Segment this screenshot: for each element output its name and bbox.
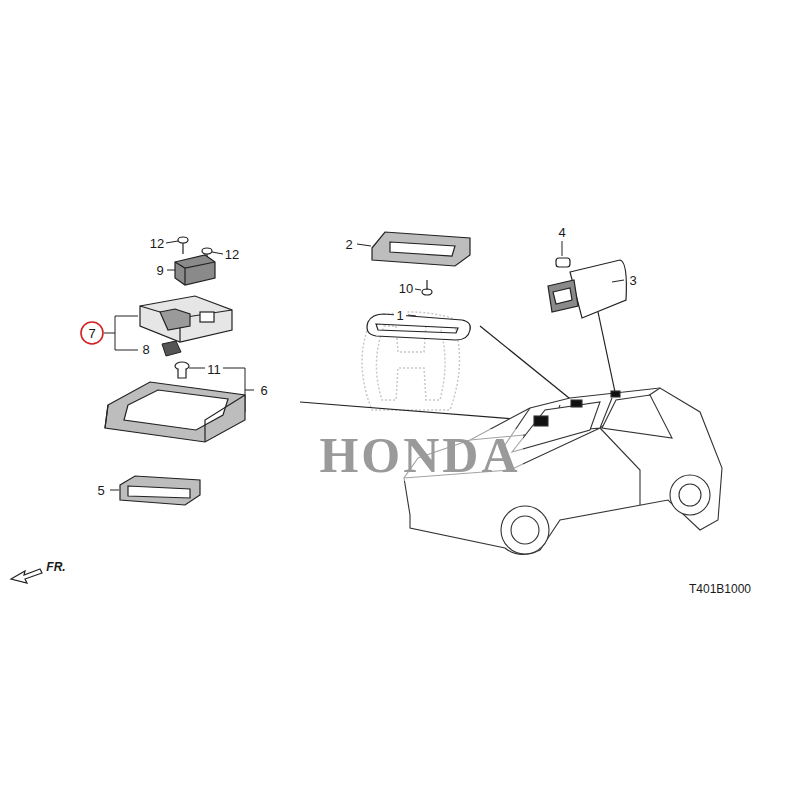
frame-part — [140, 296, 232, 342]
callout-number: 12 — [223, 247, 241, 262]
callout-number: 5 — [95, 483, 106, 498]
callout-number: 1 — [394, 308, 405, 323]
callout-number: 2 — [343, 237, 354, 252]
brand-watermark: HONDA — [317, 429, 522, 481]
cargo-light-part — [548, 260, 626, 318]
callout-number: 10 — [397, 281, 415, 296]
callout-number: 3 — [627, 273, 638, 288]
screw — [422, 280, 432, 295]
callout-number: 9 — [154, 263, 165, 278]
callout-number: 4 — [556, 225, 567, 240]
housing-part — [105, 382, 245, 442]
bulb — [556, 258, 570, 267]
gasket-part — [162, 341, 181, 356]
callout-number: 8 — [140, 342, 151, 357]
map-light-part — [372, 232, 470, 266]
highlight-circle: 7 — [80, 321, 104, 345]
front-arrow — [11, 569, 42, 583]
sensor-part — [175, 255, 215, 285]
seal-part — [367, 314, 470, 340]
callout-number: 11 — [205, 362, 223, 377]
clip — [175, 362, 189, 378]
callout-number: 12 — [148, 236, 166, 251]
direction-label: FR. — [44, 560, 67, 574]
light-part — [120, 476, 200, 505]
diagram-code: T401B1000 — [687, 582, 753, 596]
callout-number: 6 — [258, 383, 269, 398]
callout-number: 7 — [88, 327, 95, 340]
